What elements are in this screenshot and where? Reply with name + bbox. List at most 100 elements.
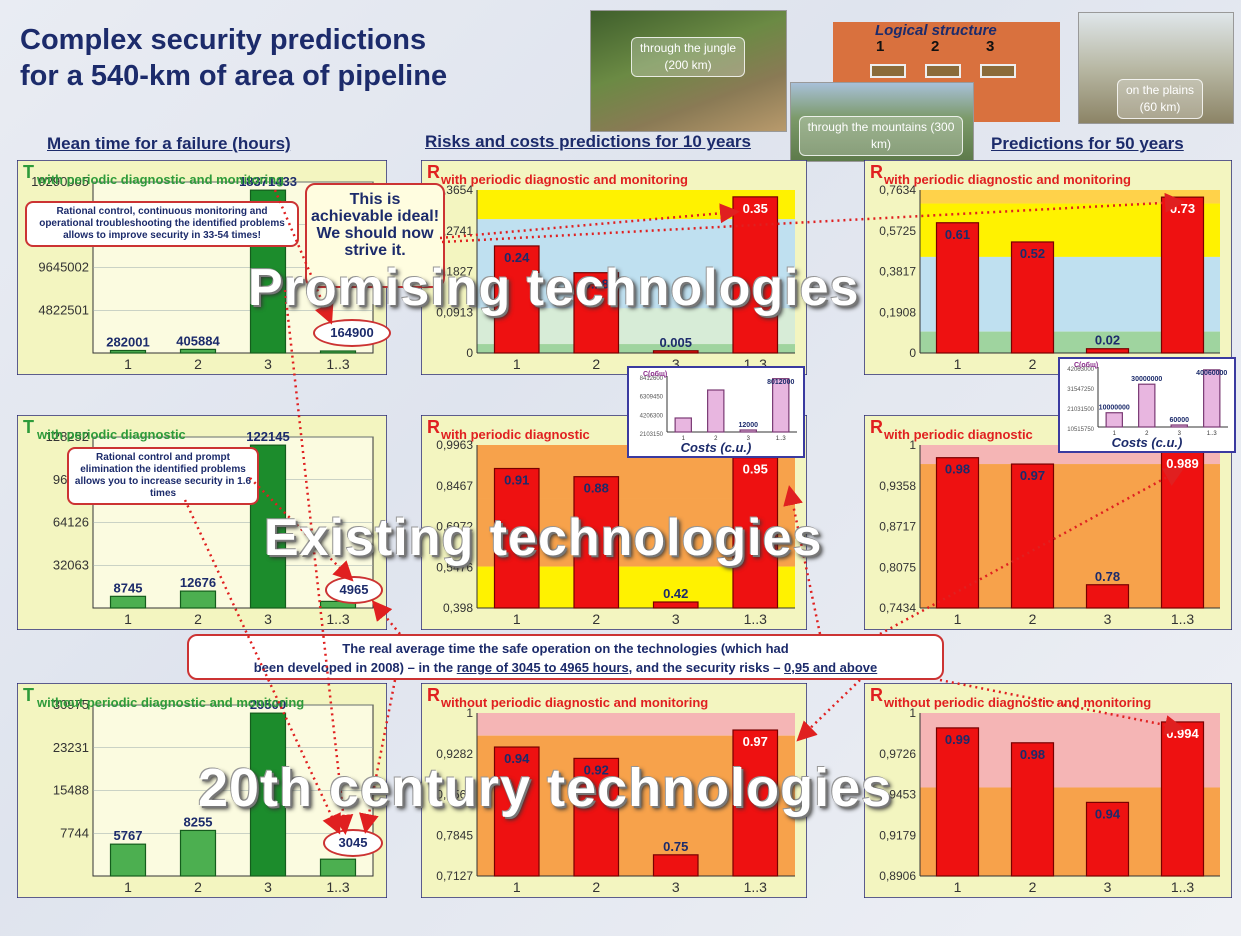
y-tick-label: 0,7127 bbox=[436, 869, 473, 883]
jungle-photo: through the jungle (200 km) bbox=[590, 10, 787, 132]
bar-2 bbox=[179, 348, 217, 354]
note-range: range of 3045 to 4965 hours, bbox=[456, 660, 633, 675]
bar-2 bbox=[573, 272, 620, 354]
bar-3 bbox=[1085, 584, 1130, 609]
bar-1..3 bbox=[772, 378, 790, 433]
x-tick-label: 1 bbox=[954, 611, 962, 627]
note-line-1: The real average time the safe operation… bbox=[342, 641, 789, 656]
y-tick-label: 1 bbox=[909, 706, 916, 720]
bar-3 bbox=[652, 601, 699, 609]
data-label: 0.73 bbox=[1170, 201, 1195, 216]
overlay-century: 20th century technologies bbox=[198, 758, 893, 818]
y-tick-label: 0 bbox=[466, 346, 473, 360]
chart-R10c: 10,92820,85640,78450,712710.9420.9230.75… bbox=[421, 683, 807, 898]
x-tick-label: 3 bbox=[1178, 431, 1182, 437]
bar-1 bbox=[674, 417, 692, 433]
x-tick-label: 3 bbox=[264, 611, 272, 627]
y-tick-label: 6309450 bbox=[640, 395, 664, 401]
chart-title-letter: R bbox=[427, 417, 440, 437]
bar-1..3 bbox=[319, 350, 357, 354]
y-tick-label: 32063 bbox=[53, 557, 89, 572]
bar-1 bbox=[109, 595, 147, 609]
y-tick-label: 0,5476 bbox=[436, 560, 473, 574]
bar-2 bbox=[707, 389, 725, 433]
bar-2 bbox=[1010, 742, 1055, 877]
y-tick-label: 0,6972 bbox=[436, 520, 473, 534]
chart-title: with periodic diagnostic bbox=[883, 427, 1033, 442]
data-label: 5767 bbox=[114, 828, 143, 843]
rational-control-callout-1: Rational control, continuous monitoring … bbox=[25, 201, 299, 247]
y-tick-label: 0,8564 bbox=[436, 788, 473, 802]
y-tick-label: 4206300 bbox=[640, 413, 664, 419]
chart-title-letter: R bbox=[427, 162, 440, 182]
data-label: 0.94 bbox=[504, 751, 530, 766]
data-label: 18371433 bbox=[239, 174, 297, 189]
data-label: 0.78 bbox=[1095, 569, 1120, 584]
logical-number-3: 3 bbox=[986, 38, 995, 55]
bar-2 bbox=[1010, 241, 1055, 354]
bar-2 bbox=[179, 829, 217, 877]
chart-title-letter: R bbox=[870, 162, 883, 182]
x-tick-label: 3 bbox=[1104, 611, 1112, 627]
chart-title: with periodic diagnostic and monitoring bbox=[36, 172, 284, 187]
x-tick-label: 3 bbox=[672, 611, 680, 627]
bar-1..3 bbox=[319, 858, 357, 877]
y-tick-label: 19290005 bbox=[31, 174, 89, 189]
x-tick-label: 2 bbox=[1029, 356, 1037, 372]
y-tick-label: 7744 bbox=[60, 825, 89, 840]
bar-1..3 bbox=[1160, 196, 1205, 354]
y-tick-label: 0,9179 bbox=[879, 828, 916, 842]
real-average-note: The real average time the safe operation… bbox=[187, 634, 944, 680]
data-label: 8745 bbox=[114, 580, 143, 595]
y-tick-label: 0,8467 bbox=[436, 479, 473, 493]
data-label: 0.95 bbox=[743, 462, 768, 477]
bar-1..3 bbox=[1203, 369, 1221, 428]
y-tick-label: 0,1908 bbox=[879, 305, 916, 319]
x-tick-label: 1 bbox=[513, 356, 521, 372]
y-tick-label: 8412600 bbox=[640, 376, 664, 382]
x-tick-label: 2 bbox=[1029, 611, 1037, 627]
y-tick-label: 0,8075 bbox=[879, 560, 916, 574]
bar-3 bbox=[739, 429, 757, 433]
x-tick-label: 1 bbox=[513, 611, 521, 627]
y-tick-label: 0,9282 bbox=[436, 747, 473, 761]
y-tick-label: 0,1827 bbox=[436, 265, 473, 279]
y-tick-label: 0,8717 bbox=[879, 520, 916, 534]
arrow-note-to-r10c bbox=[796, 679, 861, 742]
bar-2 bbox=[573, 476, 620, 609]
rational-control-callout-2: Rational control and prompt elimination … bbox=[67, 447, 259, 505]
pipe-segment-2 bbox=[925, 64, 961, 78]
bar-1 bbox=[493, 245, 540, 354]
bar-1..3 bbox=[732, 457, 779, 609]
y-tick-label: 0,398 bbox=[443, 601, 473, 615]
y-tick-label: 0,9963 bbox=[436, 438, 473, 452]
x-tick-label: 2 bbox=[194, 356, 202, 372]
y-tick-label: 23231 bbox=[53, 740, 89, 755]
overlay-promising: Promising technologies bbox=[248, 259, 860, 317]
y-tick-label: 0,0913 bbox=[436, 305, 473, 319]
x-tick-label: 2 bbox=[592, 611, 600, 627]
data-label: 0.94 bbox=[1095, 806, 1121, 821]
logical-structure-title: Logical structure bbox=[875, 22, 997, 39]
x-tick-label: 2 bbox=[194, 611, 202, 627]
data-label: 0.97 bbox=[743, 734, 768, 749]
chart-title: without periodic diagnostic and monitori… bbox=[36, 695, 304, 710]
y-tick-label: 21031500 bbox=[1067, 407, 1094, 413]
y-tick-label: 0,7434 bbox=[879, 601, 916, 615]
pipe-segment-3 bbox=[980, 64, 1016, 78]
x-tick-label: 1 bbox=[124, 611, 132, 627]
page-title: Complex security predictions for a 540-k… bbox=[20, 22, 447, 94]
x-tick-label: 2 bbox=[194, 879, 202, 895]
x-tick-label: 2 bbox=[592, 356, 600, 372]
pipe-segment-1 bbox=[870, 64, 906, 78]
chart-panel-R50a: 0,76340,57250,38170,1908010.6120.5230.02… bbox=[864, 160, 1232, 375]
data-label: 0.61 bbox=[945, 227, 970, 242]
note-part-a: been developed in 2008) – in the bbox=[253, 660, 457, 675]
y-tick-label: 15488 bbox=[53, 783, 89, 798]
oval-164900: 164900 bbox=[313, 319, 391, 347]
y-tick-label: 10515750 bbox=[1067, 427, 1094, 433]
data-label: 0.18 bbox=[584, 277, 609, 292]
logical-number-2: 2 bbox=[931, 38, 940, 55]
